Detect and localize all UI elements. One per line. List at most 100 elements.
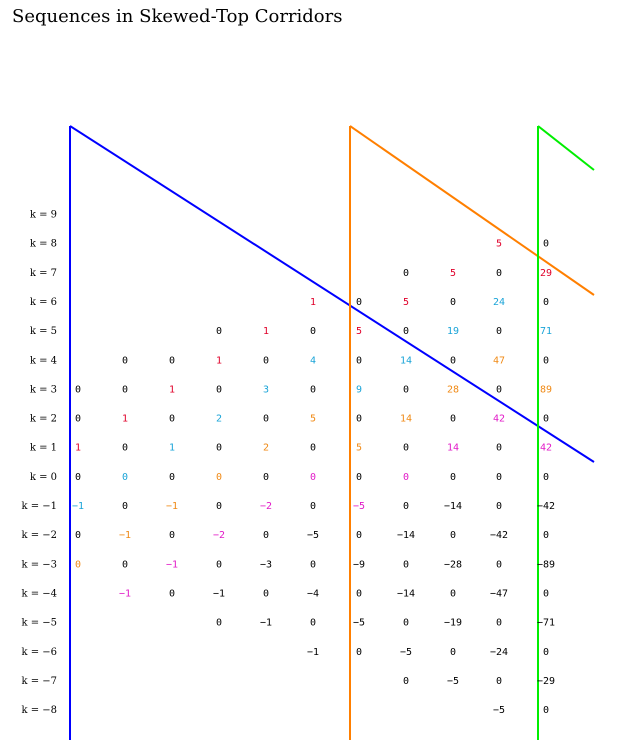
sequence-value: 14 (447, 443, 459, 454)
sequence-value: 1 (169, 384, 175, 395)
sequence-value: −19 (444, 618, 462, 629)
row-label: k = −4 (21, 588, 57, 599)
sequence-value: 29 (540, 268, 552, 279)
row-label: k = 4 (30, 355, 57, 366)
sequence-value: 0 (543, 297, 549, 308)
sequence-value: 0 (356, 472, 362, 483)
sequence-value: 1 (122, 414, 128, 425)
sequence-value: −1 (119, 588, 131, 599)
sequence-value: 0 (75, 559, 81, 570)
sequence-value: 0 (496, 559, 502, 570)
sequence-value: −1 (260, 618, 272, 629)
sequence-value: 0 (310, 472, 316, 483)
row-label: k = 9 (30, 210, 57, 221)
sequence-value: 5 (356, 326, 362, 337)
sequence-value: −14 (397, 530, 415, 541)
sequence-value: −1 (213, 588, 225, 599)
sequence-cells: 0 0 1 0 −1 0 0 0 0 1 0 0 0 −1 0 −1 0 1 0 1 0 −1 0 −1 0 0 1 0 2 0 0 0 −2 0… (72, 239, 555, 716)
sequence-value: 0 (310, 326, 316, 337)
sequence-value: −42 (490, 530, 508, 541)
row-label: k = −3 (21, 559, 57, 570)
diagram-title: Sequences in Skewed-Top Corridors (12, 6, 343, 27)
sequence-value: 0 (543, 414, 549, 425)
sequence-value: −5 (353, 618, 365, 629)
sequence-value: 0 (122, 472, 128, 483)
sequence-value: 89 (540, 384, 552, 395)
sequence-value: 0 (496, 501, 502, 512)
sequence-value: −1 (119, 530, 131, 541)
sequence-value: −3 (260, 559, 272, 570)
sequence-value: 0 (216, 618, 222, 629)
sequence-value: 0 (169, 414, 175, 425)
sequence-value: 2 (263, 443, 269, 454)
sequence-value: 0 (450, 588, 456, 599)
sequence-value: −28 (444, 559, 462, 570)
sequence-value: 0 (263, 414, 269, 425)
sequence-value: 0 (169, 588, 175, 599)
sequence-value: −89 (537, 559, 555, 570)
sequence-value: −5 (493, 705, 505, 716)
row-labels: k = 9k = 8k = 7k = 6k = 5k = 4k = 3k = 2… (21, 210, 57, 717)
sequence-value: 0 (543, 530, 549, 541)
sequence-value: 0 (310, 618, 316, 629)
sequence-value: 1 (75, 443, 81, 454)
sequence-value: 0 (75, 414, 81, 425)
sequence-value: 0 (403, 472, 409, 483)
sequence-value: 0 (310, 501, 316, 512)
sequence-value: 0 (169, 355, 175, 366)
row-label: k = 0 (30, 472, 57, 483)
sequence-value: 0 (496, 384, 502, 395)
sequence-value: −47 (490, 588, 508, 599)
sequence-value: 0 (496, 268, 502, 279)
sequence-value: 0 (75, 530, 81, 541)
blue-corridor-skewed-top (69, 125, 595, 463)
row-label: k = 6 (30, 297, 57, 308)
sequence-value: 0 (356, 530, 362, 541)
sequence-value: 0 (403, 443, 409, 454)
sequence-value: 0 (216, 384, 222, 395)
sequence-value: 0 (496, 676, 502, 687)
sequence-value: 0 (263, 472, 269, 483)
sequence-value: 3 (263, 384, 269, 395)
sequence-value: 4 (310, 355, 316, 366)
row-label: k = −6 (21, 647, 57, 658)
sequence-value: 0 (263, 355, 269, 366)
sequence-value: 0 (543, 355, 549, 366)
sequence-value: 0 (216, 501, 222, 512)
sequence-value: 28 (447, 384, 459, 395)
sequence-value: −1 (166, 501, 178, 512)
sequence-value: 0 (450, 647, 456, 658)
sequence-value: 0 (169, 530, 175, 541)
row-label: k = 7 (30, 268, 57, 279)
green-corridor-skewed-top (537, 125, 595, 171)
sequence-value: 0 (122, 355, 128, 366)
sequence-value: −9 (353, 559, 365, 570)
sequence-value: 14 (400, 355, 412, 366)
sequence-value: 1 (310, 297, 316, 308)
sequence-value: 0 (122, 443, 128, 454)
sequence-value: 0 (543, 588, 549, 599)
sequence-value: 0 (310, 559, 316, 570)
sequence-value: 1 (263, 326, 269, 337)
sequence-value: 0 (356, 297, 362, 308)
sequence-value: 9 (356, 384, 362, 395)
sequence-value: 0 (543, 647, 549, 658)
sequence-value: 47 (493, 355, 505, 366)
sequence-value: −5 (400, 647, 412, 658)
sequence-value: −2 (213, 530, 225, 541)
sequence-value: 24 (493, 297, 505, 308)
sequence-value: 0 (356, 588, 362, 599)
sequence-value: −24 (490, 647, 508, 658)
sequence-value: 5 (356, 443, 362, 454)
sequence-value: 19 (447, 326, 459, 337)
sequence-value: −42 (537, 501, 555, 512)
sequence-value: 0 (496, 472, 502, 483)
sequence-value: 42 (540, 443, 552, 454)
sequence-value: 0 (403, 326, 409, 337)
sequence-value: 0 (122, 501, 128, 512)
sequence-value: 0 (122, 559, 128, 570)
row-label: k = −7 (21, 676, 57, 687)
sequence-value: 0 (543, 239, 549, 250)
sequence-value: 0 (543, 705, 549, 716)
sequence-value: 0 (543, 472, 549, 483)
